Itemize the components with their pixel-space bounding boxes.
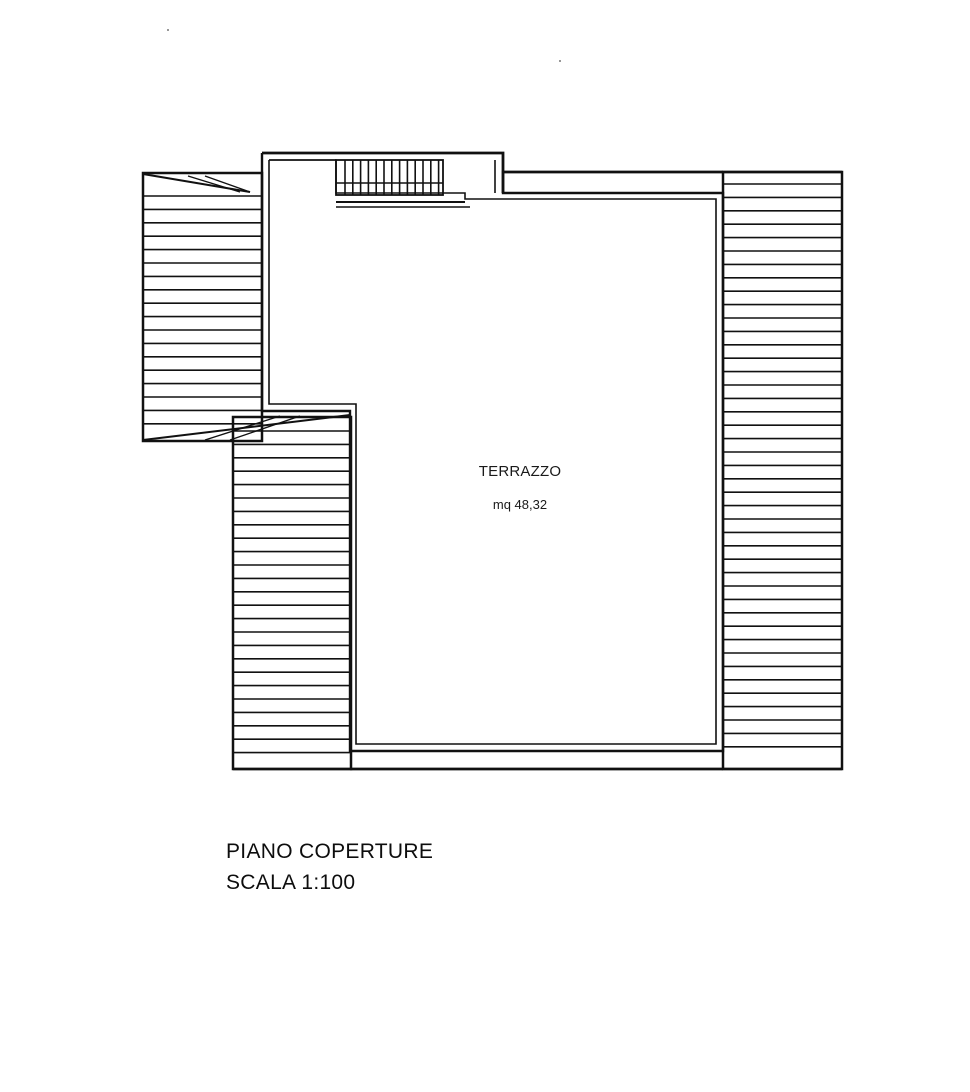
room-area-label: mq 48,32: [492, 497, 548, 512]
drawing-scale: SCALA 1:100: [226, 871, 356, 894]
roof-slope-bottom-left: [231, 415, 353, 771]
scan-specks: [167, 29, 561, 62]
roof-slope-top-left: [141, 171, 351, 443]
roof-slope-right: [721, 170, 844, 771]
room-name-label: TERRAZZO: [478, 463, 562, 480]
staircase: [335, 159, 470, 208]
drawing-title: PIANO COPERTURE: [226, 840, 434, 863]
terrace-walls: [233, 151, 842, 771]
